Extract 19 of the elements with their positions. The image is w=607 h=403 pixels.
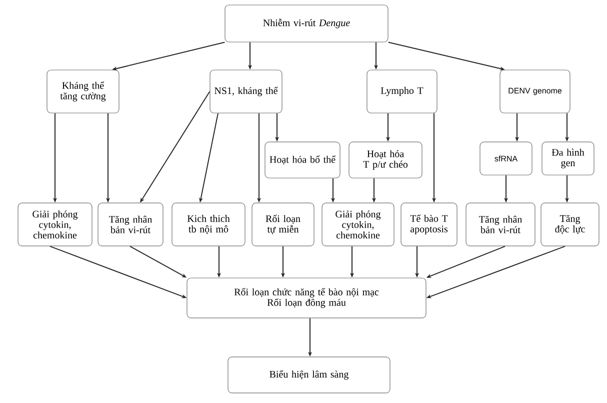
- process-box: Kháng thể tăng cường: [46, 70, 120, 114]
- process-box: Hoạt hóa bổ thể: [264, 142, 340, 178]
- process-box: Giải phóng cytokin, chemokine: [18, 202, 92, 246]
- root-box: Nhiễm vi-rút Dengue: [224, 4, 388, 42]
- process-box: Tăng độc lực: [540, 202, 600, 246]
- process-box: DENV genome: [500, 70, 570, 114]
- outcome-box: Biểu hiện lâm sàng: [228, 356, 390, 394]
- process-box: sfRNA: [480, 142, 532, 176]
- process-box: Giải phóng cytokin, chemokine: [322, 202, 394, 246]
- process-box: Kich thich tb nội mô: [172, 202, 246, 246]
- process-box: NS1, kháng thể: [210, 70, 282, 114]
- process-box: Lympho T: [366, 70, 438, 114]
- process-box: Hoạt hóa T p/ư chéo: [348, 142, 422, 178]
- process-box: Rối loạn tự miễn: [252, 202, 314, 246]
- process-box: Đa hình gen: [542, 142, 594, 176]
- outcome-box: Rối loạn chức năng tế bào nội mạc Rối loạn đông máu: [186, 278, 426, 318]
- process-box: Tế bào T apoptosis: [400, 202, 458, 246]
- process-box: Tăng nhân bản vi-rút: [466, 202, 536, 246]
- process-box: Tăng nhân bản vi-rút: [98, 202, 164, 246]
